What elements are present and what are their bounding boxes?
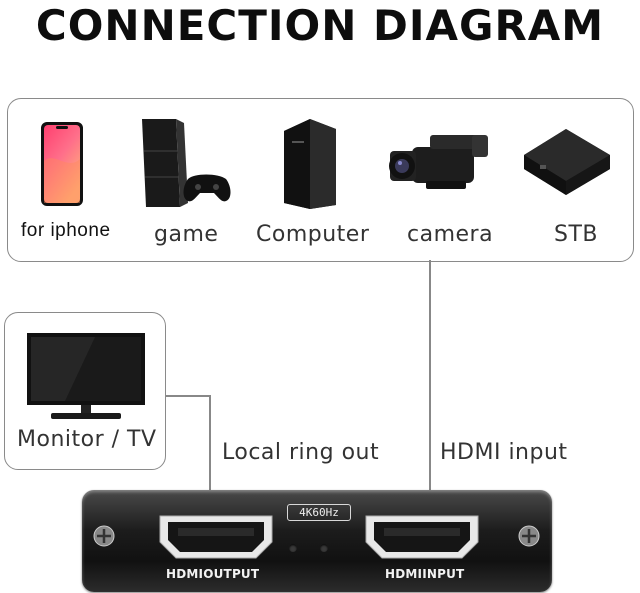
computer-tower-icon — [284, 119, 336, 209]
hdmi-input-connector-line — [429, 260, 431, 492]
sources-panel: for iphone game Computer — [7, 98, 634, 262]
screw-icon — [518, 525, 540, 547]
game-console-icon — [142, 119, 231, 207]
source-computer: Computer — [248, 99, 378, 259]
source-camera: camera — [384, 99, 504, 259]
source-label-stb: STB — [554, 222, 598, 247]
ring-out-connector-horizontal — [164, 395, 210, 397]
iphone-icon — [41, 122, 83, 206]
status-led — [320, 544, 328, 552]
monitor-label: Monitor / TV — [17, 427, 157, 452]
hdmi-input-label: HDMI input — [440, 440, 568, 465]
monitor-panel: Monitor / TV — [4, 312, 166, 470]
source-label-iphone: for iphone — [21, 220, 111, 241]
source-stb: STB — [508, 99, 628, 259]
status-led — [289, 544, 297, 552]
hdmi-input-port[interactable] — [362, 512, 482, 562]
source-game: game — [128, 99, 238, 259]
hdmi-input-port-label: HDMIINPUT — [385, 567, 465, 581]
set-top-box-icon — [524, 129, 610, 195]
hdmi-output-port[interactable] — [156, 512, 276, 562]
capture-device: HDMIOUTPUT 4K60Hz HDMIINPUT — [82, 490, 552, 592]
page-title: CONNECTION DIAGRAM — [35, 1, 605, 50]
resolution-badge: 4K60Hz — [287, 504, 351, 521]
local-ring-out-label: Local ring out — [222, 440, 380, 465]
source-label-game: game — [154, 222, 219, 247]
screw-icon — [93, 525, 115, 547]
source-label-camera: camera — [407, 222, 494, 247]
source-iphone: for iphone — [18, 99, 128, 259]
hdmi-output-label: HDMIOUTPUT — [166, 567, 260, 581]
ring-out-connector-vertical — [209, 395, 211, 492]
source-label-computer: Computer — [256, 222, 370, 247]
monitor-tv-icon — [27, 333, 145, 419]
video-camera-icon — [389, 135, 488, 189]
